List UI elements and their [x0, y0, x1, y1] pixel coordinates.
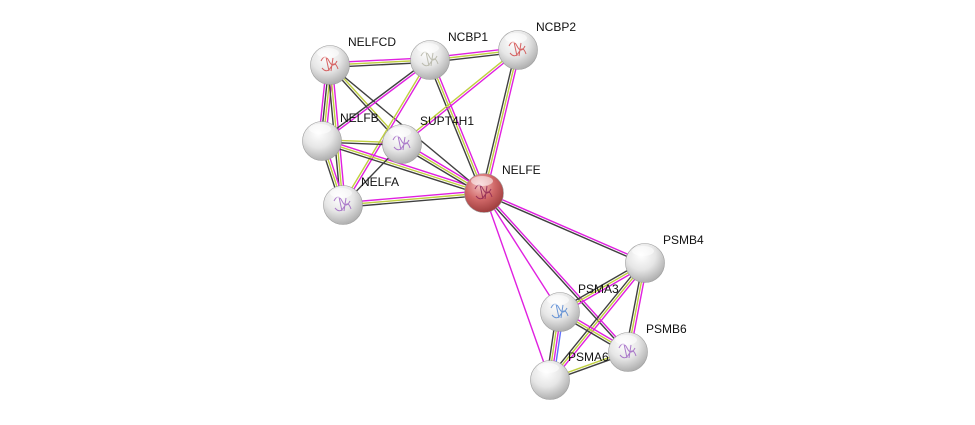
edge-line-experiments — [483, 192, 551, 381]
edge-line-textmining — [342, 192, 485, 206]
node-psmb4[interactable]: PSMB4 — [625, 233, 705, 283]
edge-psmb4-psma6[interactable] — [547, 261, 648, 382]
edge-nelfe-psmb4[interactable] — [483, 191, 646, 265]
edge-line-textmining — [483, 49, 519, 194]
edge-nelfb-nelfe[interactable] — [321, 138, 485, 196]
node-label: NELFA — [361, 175, 399, 189]
protein-structure-icon — [333, 196, 352, 212]
edge-ncbp2-nelfe[interactable] — [481, 49, 521, 194]
node-ncbp2[interactable]: NCBP2 — [498, 20, 577, 70]
node-ncbp1[interactable]: NCBP1 — [410, 30, 489, 80]
node-label: PSMA3 — [578, 282, 619, 296]
node-psmb6[interactable]: PSMB6 — [608, 322, 688, 372]
protein-structure-icon — [618, 343, 637, 359]
node-highlight — [505, 33, 527, 43]
edge-line-textmining — [400, 48, 518, 144]
edge-line-textmining — [549, 262, 646, 381]
edge-line-coexpression — [547, 261, 644, 379]
edge-line-textmining — [429, 59, 485, 194]
edge-line-experiments — [551, 264, 648, 382]
edge-line-coexpression — [427, 60, 483, 195]
node-label: NELFCD — [348, 35, 396, 49]
protein-structure-icon — [550, 303, 569, 319]
edge-nelfe-psma3[interactable] — [483, 192, 561, 313]
node-label: NCBP1 — [448, 30, 488, 44]
edge-line-experiments — [322, 138, 485, 192]
edge-line-coexpression — [321, 142, 484, 196]
protein-structure-icon — [508, 41, 527, 57]
edge-line-coexpression — [320, 58, 430, 141]
protein-structure-icon — [420, 51, 439, 67]
edges-layer — [317, 47, 648, 382]
protein-structure-icon — [320, 56, 339, 72]
node-label: NELFB — [340, 111, 379, 125]
edge-ncbp2-supt4h1[interactable] — [400, 48, 520, 146]
node-nelfcd[interactable]: NELFCD — [310, 35, 397, 85]
node-nelfe[interactable]: NELFE — [464, 163, 541, 213]
node-psma3[interactable]: PSMA3 — [540, 282, 620, 332]
edge-line-experiments — [483, 192, 561, 313]
node-nelfa[interactable]: NELFA — [323, 175, 400, 225]
protein-structure-icon — [474, 184, 493, 200]
edge-nelfe-psma6[interactable] — [483, 192, 551, 381]
edge-ncbp1-nelfb[interactable] — [320, 58, 432, 143]
node-label: SUPT4H1 — [420, 114, 474, 128]
node-label: NELFE — [502, 163, 541, 177]
node-highlight — [471, 176, 493, 186]
node-highlight — [615, 335, 637, 345]
edge-line-experiments — [484, 191, 630, 352]
node-label: NCBP2 — [536, 20, 576, 34]
node-label: PSMB6 — [646, 322, 687, 336]
edge-line-textmining — [321, 140, 485, 194]
node-label: PSMA6 — [568, 350, 609, 364]
node-highlight — [537, 363, 559, 373]
node-psma6[interactable]: PSMA6 — [530, 350, 610, 400]
edge-line-coexpression — [481, 49, 517, 193]
node-highlight — [417, 43, 439, 53]
edge-line-coexpression — [343, 194, 485, 208]
protein-structure-icon — [392, 135, 411, 151]
edge-nelfe-psmb6[interactable] — [482, 191, 630, 354]
edge-line-experiments — [431, 58, 487, 193]
node-highlight — [547, 295, 569, 305]
node-supt4h1[interactable]: SUPT4H1 — [382, 114, 475, 164]
edge-line-experiments — [484, 191, 646, 263]
node-label: PSMB4 — [663, 233, 704, 247]
edge-ncbp1-nelfe[interactable] — [427, 58, 487, 195]
node-highlight — [317, 48, 339, 58]
edge-nelfa-nelfe[interactable] — [342, 190, 485, 208]
node-highlight — [309, 124, 331, 134]
node-highlight — [330, 188, 352, 198]
edge-line-coexpression — [482, 193, 628, 354]
node-highlight — [632, 246, 654, 256]
node-nelfb[interactable]: NELFB — [302, 111, 379, 161]
node-highlight — [389, 127, 411, 137]
edge-line-experiments — [402, 50, 520, 146]
edge-line-textmining — [341, 59, 430, 205]
edge-line-experiments — [322, 60, 432, 143]
edge-line-coexpression — [483, 193, 645, 265]
edge-line-experiments — [342, 190, 484, 204]
edge-line-experiments — [485, 50, 521, 194]
